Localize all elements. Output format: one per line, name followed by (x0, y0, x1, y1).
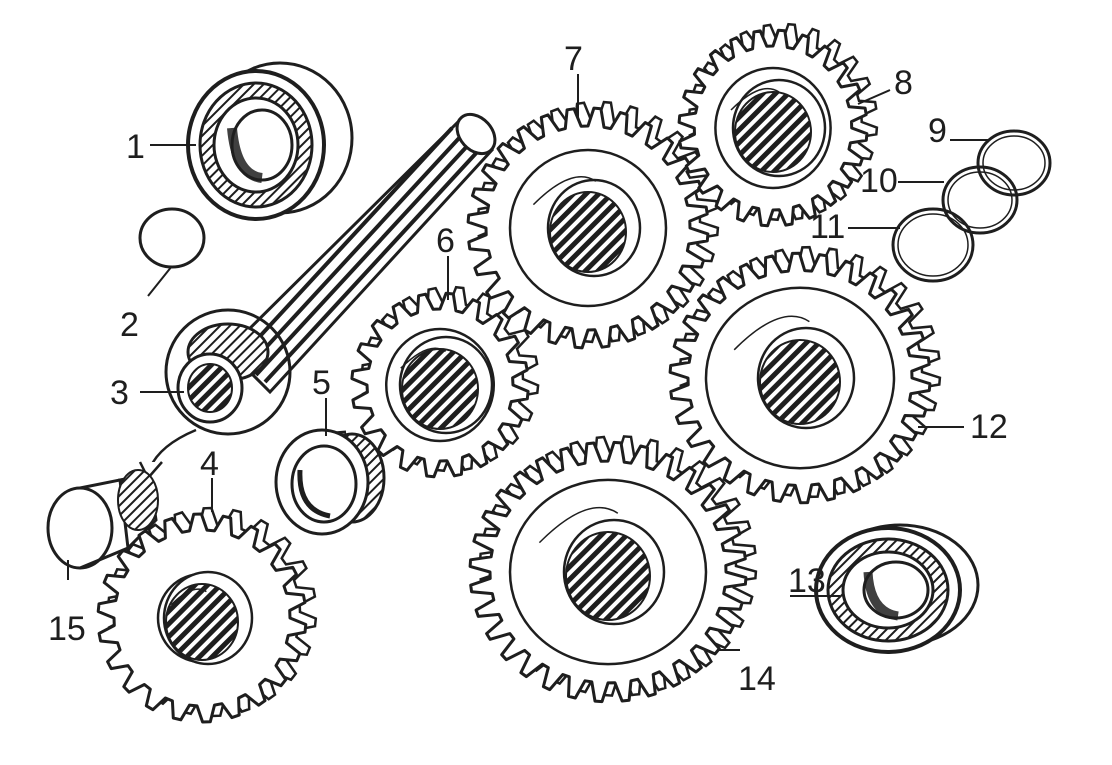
callout-5: 5 (312, 364, 331, 402)
callout-4: 4 (200, 445, 219, 483)
callout-3: 3 (110, 374, 129, 412)
callout-15: 15 (48, 610, 86, 648)
callout-labels: 1 2 3 4 5 6 7 8 9 10 11 12 13 14 15 (48, 40, 1008, 698)
callout-9: 9 (928, 112, 947, 150)
gear-4 (96, 506, 318, 724)
callout-6: 6 (436, 222, 455, 260)
gear-7 (466, 100, 720, 350)
leader-lines (67, 74, 988, 651)
callout-1: 1 (126, 128, 145, 166)
bushing-5 (274, 428, 386, 536)
gear-layer (96, 22, 942, 724)
callout-13: 13 (788, 562, 826, 600)
callout-10: 10 (860, 162, 898, 200)
gear-14 (468, 435, 758, 704)
gear-8 (677, 22, 879, 228)
callout-2: 2 (120, 306, 139, 344)
shaft-end-15 (46, 469, 159, 570)
rings-9-10-11 (891, 129, 1052, 283)
callout-14: 14 (738, 660, 776, 698)
bearing-1 (186, 61, 354, 221)
gear-6 (350, 285, 540, 479)
bearing-13 (814, 523, 980, 654)
gear-12 (668, 245, 942, 505)
snap-ring-2 (138, 207, 206, 269)
shaft-3 (138, 112, 497, 481)
callout-8: 8 (894, 64, 913, 102)
callout-11: 11 (810, 208, 845, 246)
callout-7: 7 (564, 40, 583, 78)
callout-12: 12 (970, 408, 1008, 446)
